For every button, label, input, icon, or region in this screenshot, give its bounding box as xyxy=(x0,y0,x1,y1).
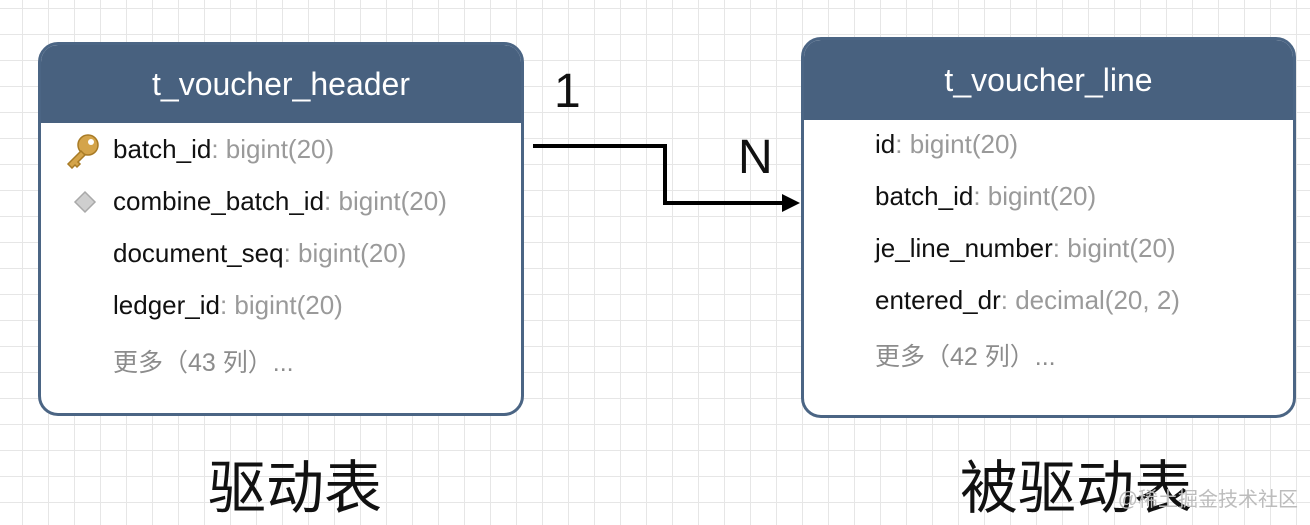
more-columns-link[interactable]: 更多（42 列）... xyxy=(875,343,1056,371)
column-row: je_line_number: bigint(20) xyxy=(875,233,1176,264)
column-row: id: bigint(20) xyxy=(875,129,1018,160)
driving-table-caption: 驱动表 xyxy=(208,456,383,521)
column-row: ledger_id: bigint(20) xyxy=(113,290,343,321)
driven-table-caption: 被驱动表 xyxy=(960,456,1193,521)
column-name: entered_dr xyxy=(875,285,1001,315)
column-type: : bigint(20) xyxy=(283,238,407,268)
column-row: combine_batch_id: bigint(20) xyxy=(113,186,447,217)
column-type: : bigint(20) xyxy=(211,134,335,164)
column-name: combine_batch_id xyxy=(113,186,325,216)
column-name: batch_id xyxy=(113,134,212,164)
driven-table-card[interactable]: t_voucher_line xyxy=(801,37,1296,418)
column-type: : bigint(20) xyxy=(1052,233,1176,263)
column-type: : decimal(20, 2) xyxy=(1000,285,1180,315)
column-row: batch_id: bigint(20) xyxy=(875,181,1096,212)
key-icon xyxy=(66,134,99,169)
column-name: je_line_number xyxy=(875,233,1053,263)
cardinality-many: N xyxy=(738,131,773,184)
column-type: : bigint(20) xyxy=(895,129,1019,159)
column-row: document_seq: bigint(20) xyxy=(113,238,406,269)
table-title: t_voucher_header xyxy=(152,65,410,102)
diamond-icon xyxy=(73,190,97,214)
column-type: : bigint(20) xyxy=(219,290,343,320)
table-title: t_voucher_line xyxy=(944,61,1153,98)
column-type: : bigint(20) xyxy=(973,181,1097,211)
column-row: entered_dr: decimal(20, 2) xyxy=(875,285,1180,316)
table-header: t_voucher_header xyxy=(41,45,521,123)
column-type: : bigint(20) xyxy=(324,186,447,216)
column-row: batch_id: bigint(20) xyxy=(113,134,334,165)
driving-table-card[interactable]: t_voucher_header xyxy=(38,42,524,416)
cardinality-one: 1 xyxy=(554,65,581,118)
more-columns-link[interactable]: 更多（43 列）... xyxy=(113,349,294,377)
column-name: id xyxy=(875,129,896,159)
watermark: @稀土掘金技术社区 xyxy=(1117,489,1298,511)
column-name: ledger_id xyxy=(113,290,220,320)
column-name: document_seq xyxy=(113,238,284,268)
column-name: batch_id xyxy=(875,181,974,211)
table-header: t_voucher_line xyxy=(804,40,1293,120)
